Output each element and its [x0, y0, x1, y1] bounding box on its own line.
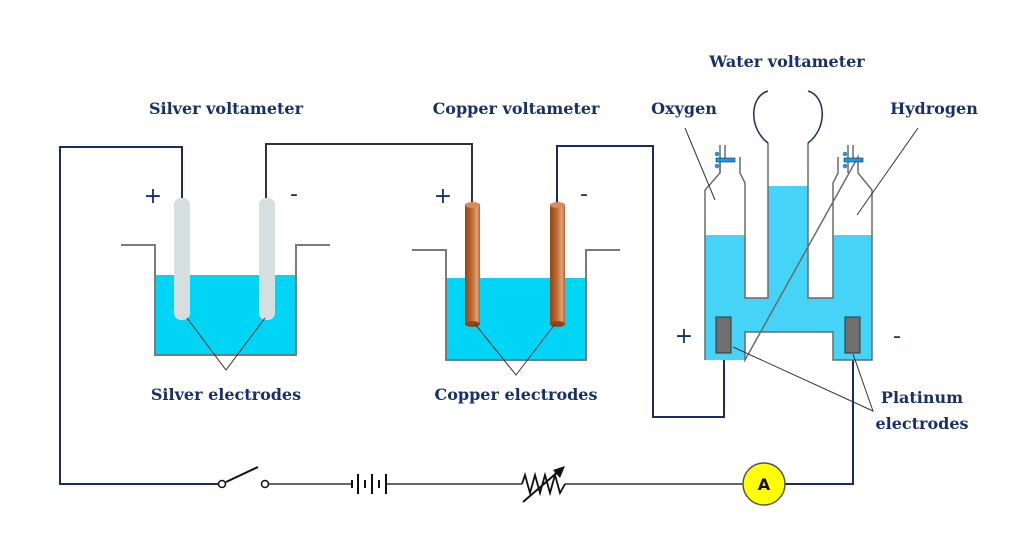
water-anode-sign: + — [675, 324, 693, 349]
silver-anode — [174, 198, 190, 320]
ammeter-icon — [742, 462, 786, 506]
copper-anode — [465, 204, 480, 324]
silver-voltameter: Silver voltameter + - Silver electrodes — [121, 99, 330, 404]
copper-voltameter-title: Copper voltameter — [433, 99, 600, 118]
silver-cathode-sign: - — [290, 182, 298, 207]
oxygen-label: Oxygen — [651, 99, 717, 118]
water-voltameter: Water voltameter Oxygen Hydrogen + - Pla… — [651, 52, 978, 433]
wire-copper-to-water — [556, 145, 725, 418]
silver-anode-sign: + — [144, 184, 162, 209]
wire-water-cathode-to-ammeter — [785, 352, 854, 485]
silver-electrodes-pointer — [186, 317, 266, 371]
wire-silver-to-copper — [265, 143, 473, 204]
oxygen-pointer — [684, 127, 716, 201]
copper-electrodes-label: Copper electrodes — [434, 385, 597, 404]
copper-cathode-sign: - — [580, 182, 588, 207]
hydrogen-stopcock-icon[interactable] — [842, 145, 864, 173]
copper-anode-sign: + — [434, 184, 452, 209]
platinum-electrodes-pointer — [732, 346, 874, 412]
silver-beaker — [121, 244, 330, 356]
platinum-anode — [715, 316, 732, 354]
silver-electrodes-label: Silver electrodes — [151, 385, 301, 404]
ammeter: A — [742, 462, 786, 506]
ammeter-label: A — [758, 475, 771, 494]
water-voltameter-title: Water voltameter — [708, 52, 865, 71]
hydrogen-pointer — [856, 127, 919, 216]
copper-cathode — [550, 204, 565, 324]
circuit-wires — [59, 143, 854, 485]
water-voltameter-outline — [704, 143, 873, 363]
water-cathode-sign: - — [893, 324, 901, 349]
platinum-cathode — [844, 316, 861, 354]
wire-silver-anode-to-switch — [59, 146, 220, 485]
reservoir-bulb — [753, 90, 823, 144]
copper-voltameter: Copper voltameter + - Copper electrodes — [412, 99, 620, 404]
battery-icon — [351, 474, 387, 494]
hydrogen-label: Hydrogen — [890, 99, 978, 118]
switch-icon[interactable] — [217, 466, 270, 489]
oxygen-stopcock-icon[interactable] — [714, 145, 736, 173]
copper-beaker — [412, 249, 620, 361]
rheostat-icon[interactable] — [521, 466, 566, 503]
silver-cathode — [259, 198, 275, 320]
silver-voltameter-title: Silver voltameter — [149, 99, 304, 118]
platinum-label-line1: Platinum — [881, 388, 963, 407]
copper-electrodes-pointer — [474, 323, 556, 376]
water-electrolyte — [705, 186, 872, 360]
platinum-label-line2: electrodes — [875, 414, 968, 433]
